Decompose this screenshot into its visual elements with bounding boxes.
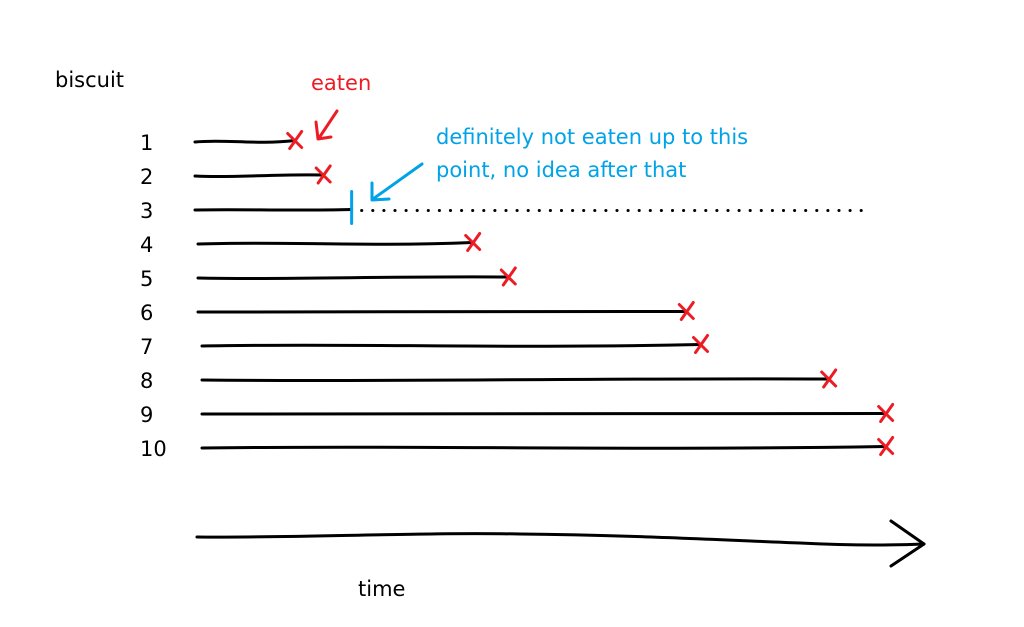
biscuit-label: 7 [140,335,153,359]
note-annotation-line2: point, no idea after that [436,158,686,182]
biscuit-label: 5 [140,267,153,291]
biscuit-label: 6 [140,301,153,325]
biscuit-lifeline [193,139,297,144]
time-axis-line [195,532,926,547]
biscuit-rows: 1 2 3 4 5 6 7 8 9 10 [140,130,895,461]
biscuit-label: 10 [140,437,167,461]
biscuit-lifeline [200,445,888,450]
biscuit-label: 9 [140,403,153,427]
eaten-x-mark [677,301,695,321]
biscuit-label: 1 [140,131,153,155]
biscuit-lifeline [193,173,325,179]
note-annotation-arrow [370,162,424,202]
eaten-x-mark [877,436,895,456]
biscuit-lifeline [200,377,831,383]
eaten-x-mark [464,232,482,252]
eaten-x-mark [286,130,304,150]
time-axis-arrowhead [889,519,926,568]
biscuit-lifeline [196,310,688,314]
x-axis-label: time [358,577,405,601]
biscuit-lifeline [196,241,475,246]
eaten-x-mark [499,266,517,287]
eaten-x-mark [877,403,895,423]
biscuit-lifeline [200,412,888,416]
eaten-x-mark [692,334,710,354]
biscuit-label: 2 [140,165,153,189]
eaten-x-mark [820,368,838,389]
biscuit-label: 4 [140,233,153,257]
biscuit-label: 8 [140,369,153,393]
biscuit-lifeline [193,208,354,212]
eaten-x-mark [314,164,332,185]
biscuit-lifeline [196,275,510,281]
eaten-annotation-arrow [314,109,339,141]
biscuit-lifeline [200,343,703,348]
eaten-annotation-label: eaten [311,71,371,95]
y-axis-label: biscuit [55,68,124,92]
note-annotation-line1: definitely not eaten up to this [436,125,748,149]
biscuit-label: 3 [140,199,153,223]
